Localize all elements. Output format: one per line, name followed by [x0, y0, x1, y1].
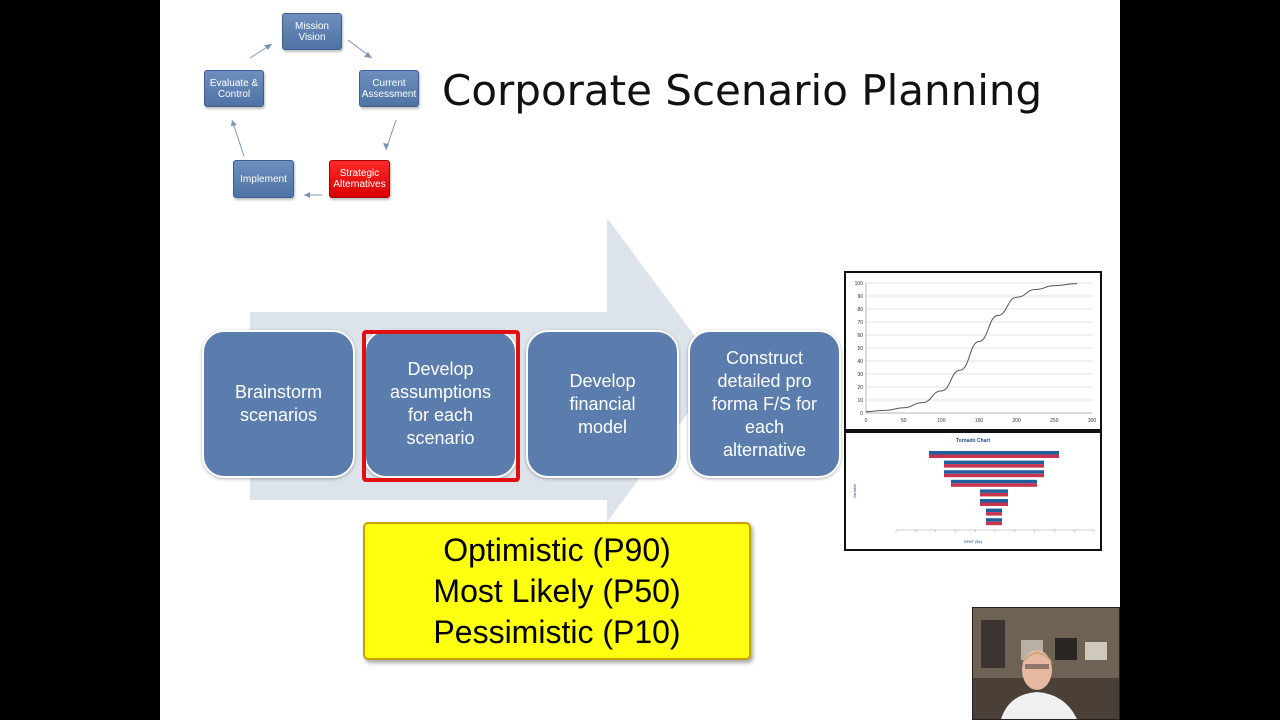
tornado-bar-high [994, 455, 1059, 459]
cycle-node-label: Strategic [340, 168, 379, 179]
scenario-pessimistic: Pessimistic (P10) [433, 612, 680, 653]
tornado-bar-high [994, 503, 1008, 507]
cycle-arrow [386, 120, 396, 150]
tornado-bar-low [980, 493, 994, 497]
y-tick-label: 30 [857, 372, 863, 378]
tornado-bar-low [986, 509, 994, 512]
step-label: detailed pro [717, 371, 811, 391]
step-label: scenarios [240, 405, 317, 425]
tornado-bar-high [994, 493, 1008, 497]
scenario-optimistic: Optimistic (P90) [443, 530, 671, 571]
step-label: each [745, 417, 784, 437]
tornado-bar-low [986, 518, 994, 522]
tornado-bar-low [986, 522, 994, 526]
tornado-bar-low [986, 512, 994, 516]
slide-title: Corporate Scenario Planning [442, 66, 1042, 115]
x-tick-label: 100 [937, 418, 946, 424]
tornado-bar-low [929, 455, 994, 459]
highlight-rectangle [362, 330, 520, 482]
tornado-bar-high [994, 499, 1008, 503]
tornado-bar-low [944, 464, 994, 468]
cycle-node-implement: Implement [233, 160, 294, 198]
tornado-bar-high [994, 461, 1044, 465]
x-tick-label: 300 [1088, 418, 1097, 424]
x-tick-label: 0 [865, 418, 868, 424]
x-tick-label: 50 [901, 418, 907, 424]
cycle-node-label: Implement [240, 174, 287, 185]
s-curve-chart-svg: 0 10 20 30 40 50 60 70 80 90 100 0 50 100 150 200 250 300 [846, 273, 1100, 429]
cycle-node-label: Alternatives [333, 179, 385, 190]
tornado-bar-high [994, 483, 1037, 487]
step-label: forma F/S for [712, 394, 817, 414]
step-label: Develop [569, 371, 635, 391]
tornado-bar-low [929, 451, 994, 455]
y-tick-label: 90 [857, 294, 863, 300]
cycle-node-label: Vision [298, 32, 325, 43]
y-tick-label: 40 [857, 359, 863, 365]
step-construct-pro-forma: Construct detailed pro forma F/S for each al… [688, 330, 841, 478]
y-tick-label: 20 [857, 385, 863, 391]
tornado-bar-high [994, 509, 1002, 512]
y-tick-label: 70 [857, 320, 863, 326]
tornado-bar-low [980, 503, 994, 507]
tornado-bar-high [994, 470, 1044, 474]
tornado-bar-high [994, 451, 1059, 455]
cycle-node-evaluate-control: Evaluate &Control [204, 70, 264, 107]
y-tick-label: 80 [857, 307, 863, 313]
x-tick-label: 250 [1050, 418, 1059, 424]
cycle-arrow [348, 40, 372, 58]
tornado-bar-low [944, 474, 994, 478]
step-brainstorm-scenarios: Brainstorm scenarios [202, 330, 355, 478]
step-develop-financial-model: Develop financial model [526, 330, 679, 478]
scenario-most-likely: Most Likely (P50) [433, 571, 680, 612]
step-label: alternative [723, 440, 806, 460]
tornado-bar-low [951, 480, 994, 484]
tornado-bar-high [994, 518, 1002, 522]
cycle-node-label: Evaluate & [210, 78, 258, 89]
step-label: model [578, 417, 627, 437]
tornado-title: Tornado Chart [956, 438, 990, 444]
tornado-bar-high [994, 474, 1044, 478]
tornado-bar-high [994, 464, 1044, 468]
cycle-arrow [250, 44, 272, 58]
cycle-node-label: Current [372, 78, 405, 89]
tornado-bar-low [944, 470, 994, 474]
step-label: financial [569, 394, 635, 414]
tornado-x-label: NPAT ($k) [964, 539, 983, 544]
tornado-y-label: Variable [852, 483, 857, 498]
presenter-image [973, 608, 1119, 719]
y-tick-label: 10 [857, 398, 863, 404]
tornado-bar-high [994, 522, 1002, 526]
tornado-bar-low [980, 499, 994, 503]
y-tick-label: 0 [860, 411, 863, 417]
cycle-node-label: Assessment [362, 89, 416, 100]
cycle-node-label: Control [218, 89, 250, 100]
cycle-node-label: Mission [295, 21, 329, 32]
cycle-arrow [232, 120, 244, 156]
s-curve-chart: 0 10 20 30 40 50 60 70 80 90 100 0 50 100 150 200 250 300 [844, 271, 1102, 431]
x-tick-label: 150 [975, 418, 984, 424]
series-line [866, 284, 1077, 412]
step-label: Construct [726, 348, 803, 368]
tornado-bar-low [980, 489, 994, 493]
tornado-bar-high [994, 512, 1002, 516]
x-tick-label: 200 [1012, 418, 1021, 424]
tornado-bar-low [944, 461, 994, 465]
tornado-bar-low [951, 483, 994, 487]
scenarios-callout: Optimistic (P90) Most Likely (P50) Pessi… [363, 522, 751, 660]
tornado-bar-high [994, 489, 1008, 493]
step-label: Brainstorm [235, 382, 322, 402]
y-tick-label: 50 [857, 346, 863, 352]
presenter-video [972, 607, 1120, 720]
tornado-bar-high [994, 480, 1037, 484]
y-tick-label: 100 [855, 281, 864, 287]
y-tick-label: 60 [857, 333, 863, 339]
